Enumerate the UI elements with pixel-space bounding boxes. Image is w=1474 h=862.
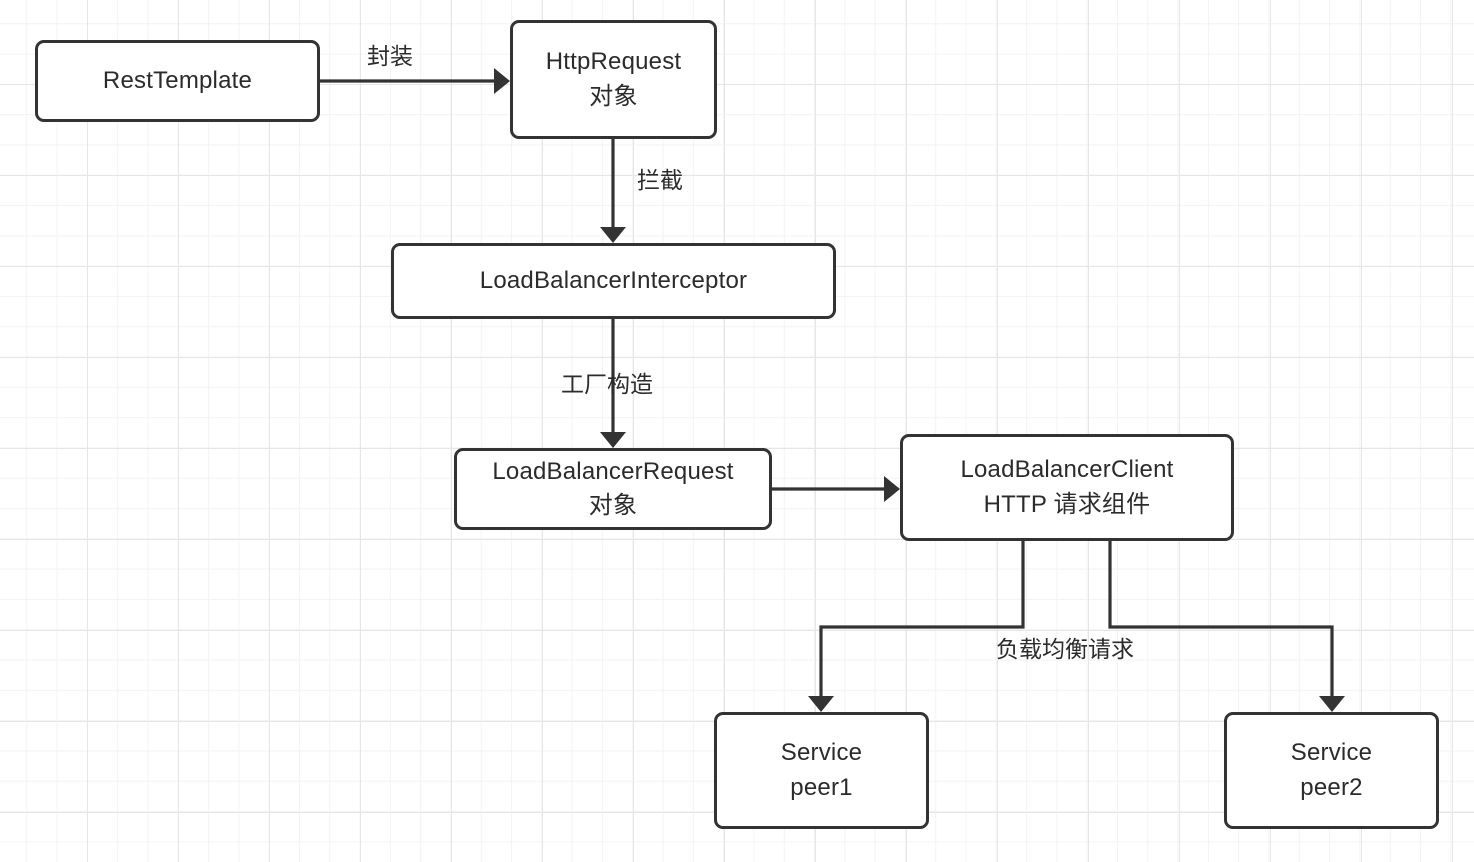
node-rest-template[interactable]: RestTemplate <box>35 40 320 122</box>
node-load-balancer-interceptor[interactable]: LoadBalancerInterceptor <box>391 243 836 319</box>
node-load-balancer-client[interactable]: LoadBalancerClient HTTP 请求组件 <box>900 434 1234 541</box>
node-http-request-sublabel: 对象 <box>589 82 638 110</box>
connector-rest-template-to-http-request <box>320 68 510 94</box>
node-rest-template-label: RestTemplate <box>102 66 253 94</box>
node-http-request-label: HttpRequest <box>545 48 682 76</box>
connector-lb-request-to-lb-client <box>772 476 900 502</box>
node-service-peer2-sublabel: peer2 <box>1300 773 1363 801</box>
node-load-balancer-request-sublabel: 对象 <box>588 492 638 519</box>
node-service-peer2-label: Service <box>1290 739 1373 767</box>
node-load-balancer-interceptor-label: LoadBalancerInterceptor <box>479 266 748 294</box>
node-load-balancer-request-label: LoadBalancerRequest <box>492 457 734 485</box>
edge-label-factory-construct: 工厂构造 <box>561 371 653 397</box>
node-service-peer1-sublabel: peer1 <box>790 773 853 801</box>
node-load-balancer-request[interactable]: LoadBalancerRequest 对象 <box>454 448 772 530</box>
node-load-balancer-client-label: LoadBalancerClient <box>960 456 1174 484</box>
node-service-peer1-label: Service <box>780 739 863 767</box>
connector-lb-client-to-peer1 <box>808 540 1025 712</box>
connector-lb-client-to-peer2 <box>1108 540 1345 712</box>
node-service-peer2[interactable]: Service peer2 <box>1224 712 1439 829</box>
edge-label-load-balanced-request: 负载均衡请求 <box>996 636 1134 662</box>
edge-label-intercept: 拦截 <box>637 167 683 193</box>
node-http-request[interactable]: HttpRequest 对象 <box>510 20 717 139</box>
node-service-peer1[interactable]: Service peer1 <box>714 712 929 829</box>
edge-label-encapsulate: 封装 <box>367 43 413 69</box>
connector-http-request-to-interceptor <box>600 139 626 243</box>
connector-interceptor-to-lb-request <box>600 318 626 448</box>
node-load-balancer-client-sublabel: HTTP 请求组件 <box>983 490 1151 518</box>
